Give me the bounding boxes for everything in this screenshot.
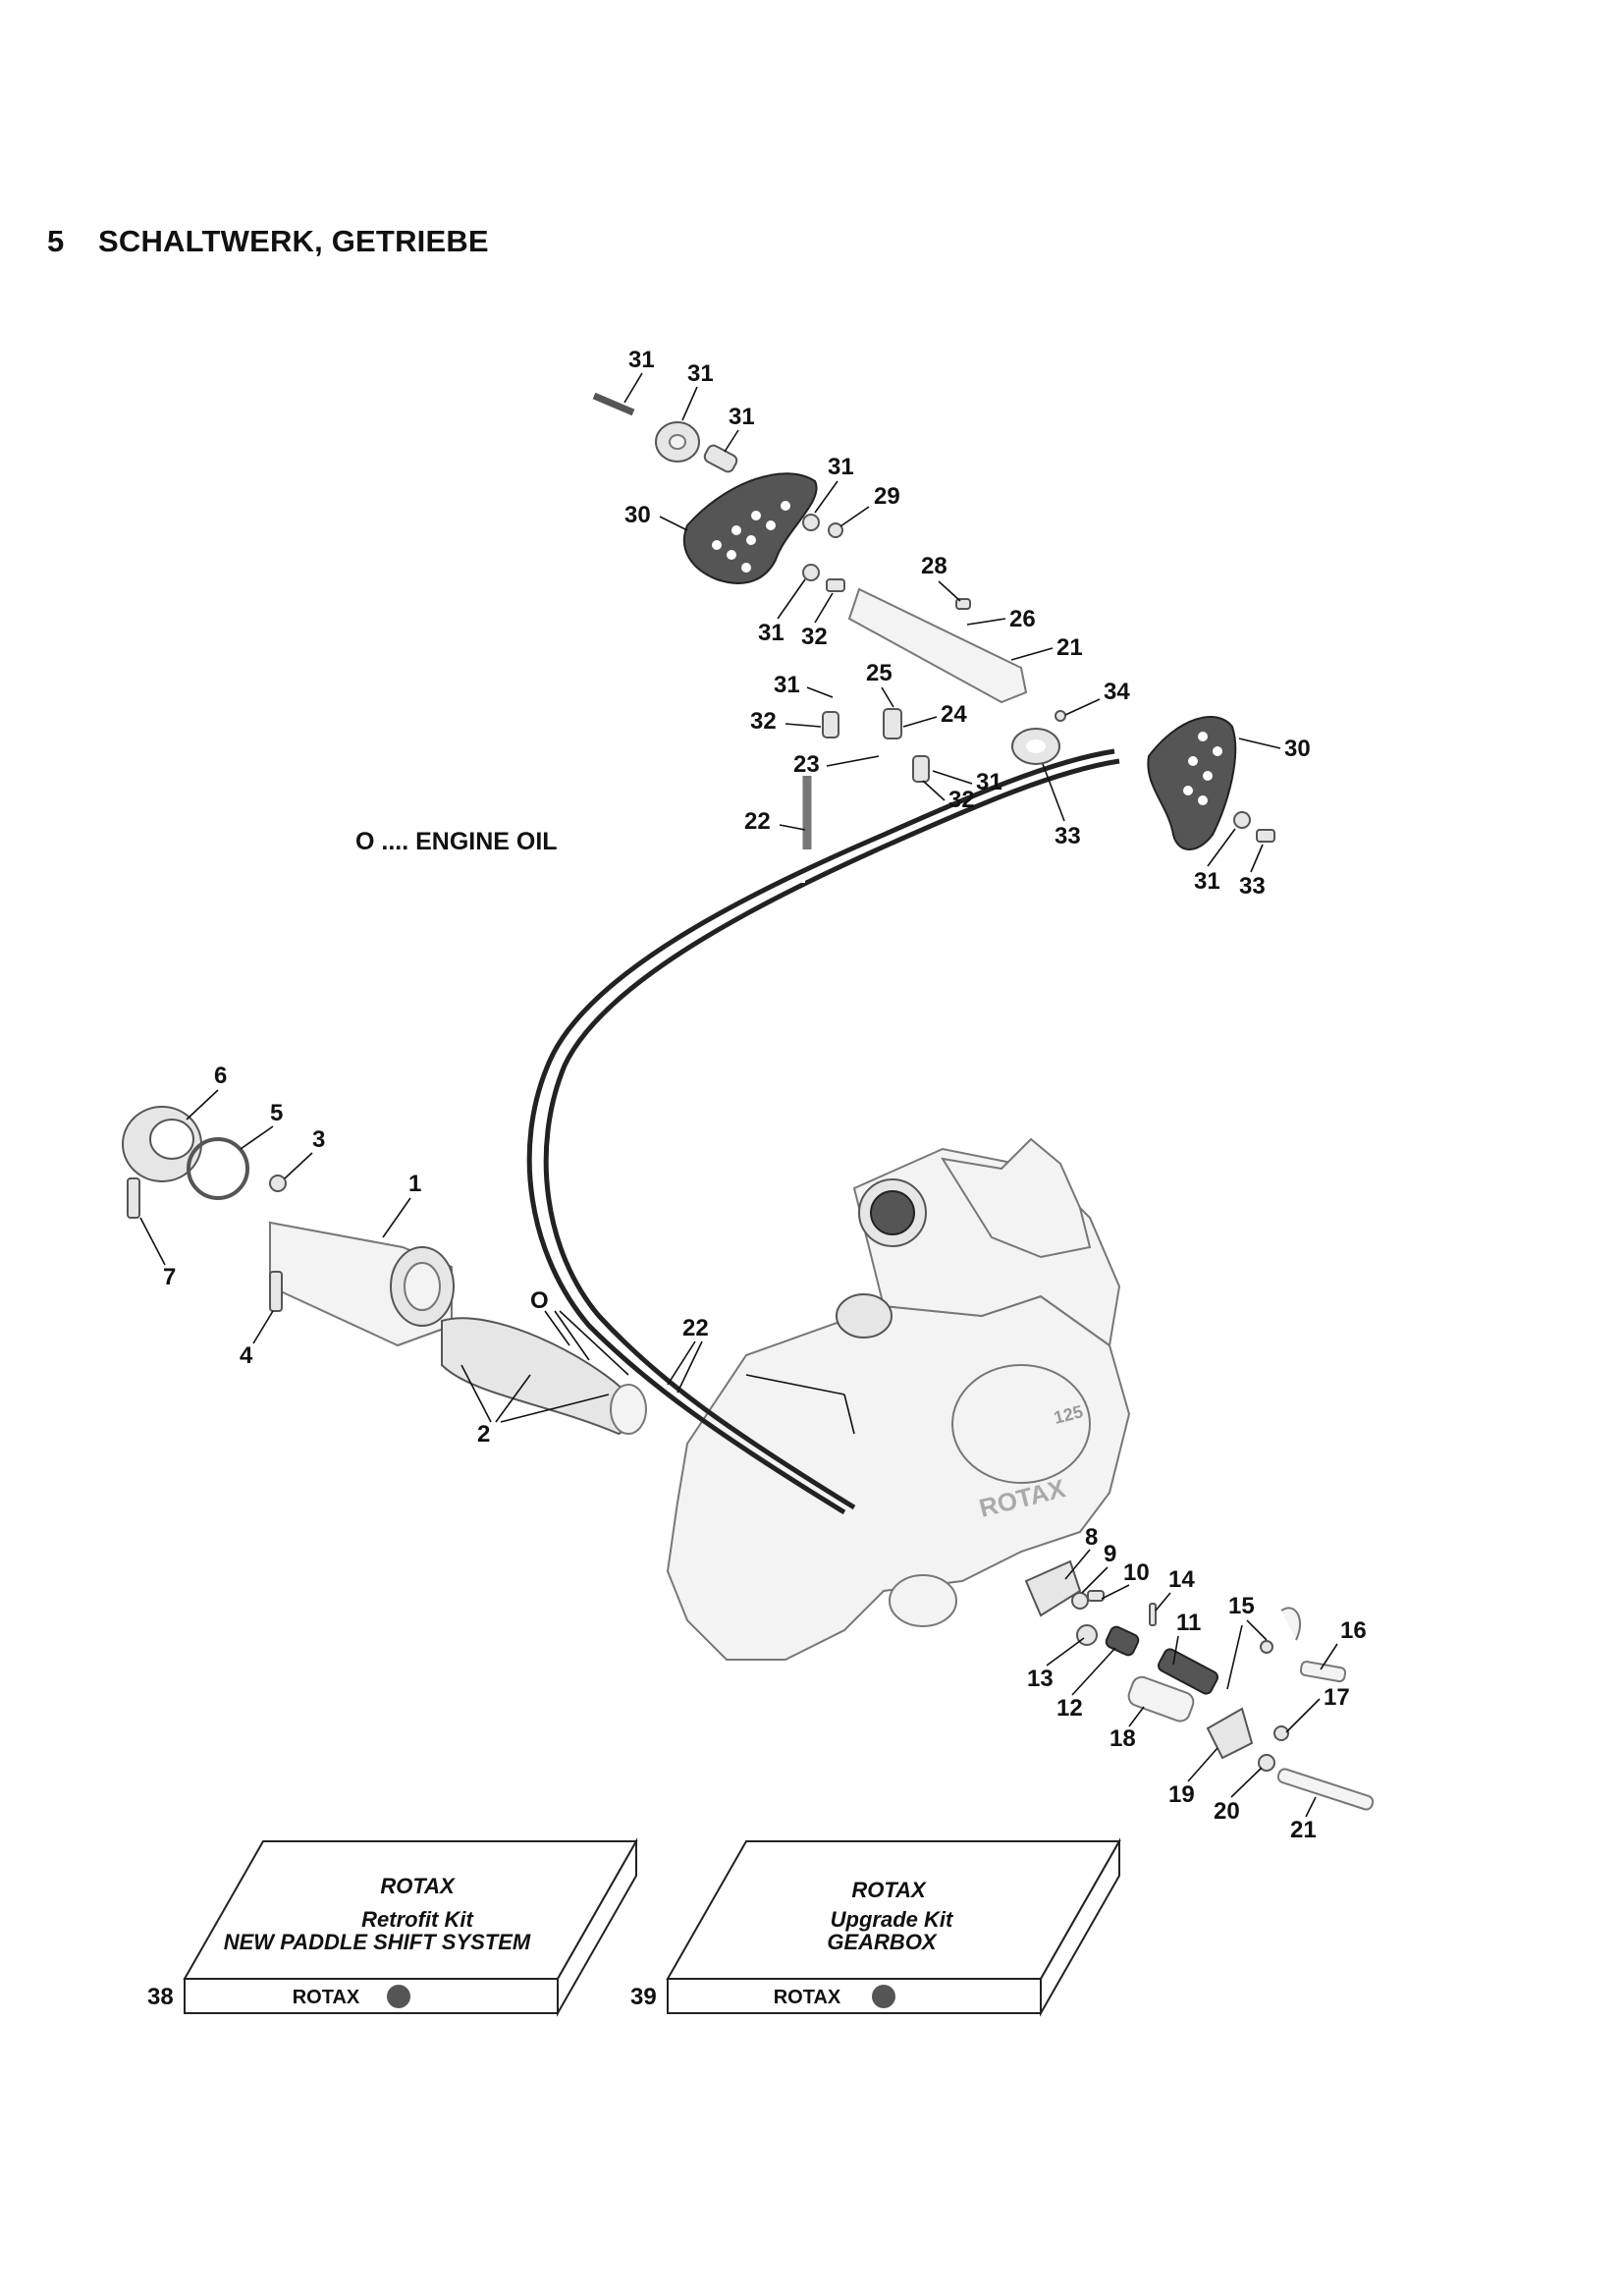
callout-16: 16 — [1340, 1617, 1367, 1644]
kit-39-logo-icon — [872, 1985, 895, 2008]
callout-31e: 31 — [1194, 868, 1220, 895]
callout-3: 3 — [312, 1126, 325, 1153]
callout-30: 30 — [624, 502, 651, 528]
callout-9: 9 — [1104, 1541, 1116, 1567]
callout-labels: 31 31 31 31 29 30 28 31 32 26 21 31 25 3… — [139, 347, 1367, 1843]
callout-12: 12 — [1056, 1695, 1083, 1722]
kit-box-38: ROTAX Retrofit Kit NEW PADDLE SHIFT SYST… — [147, 1837, 638, 2017]
callout-5: 5 — [270, 1100, 283, 1126]
kit-38-line1: Retrofit Kit — [361, 1907, 474, 1932]
callout-14: 14 — [1168, 1566, 1195, 1593]
kit-39-brand: ROTAX — [851, 1878, 927, 1902]
callout-32d: 33 — [1239, 873, 1266, 900]
kit-39-footer-brand: ROTAX — [774, 1987, 841, 2008]
callout-13: 13 — [1027, 1666, 1054, 1692]
callout-32: 32 — [801, 624, 828, 650]
kit-box-39: ROTAX Upgrade Kit GEARBOX ROTAX 39 — [630, 1837, 1121, 2017]
kit-38-brand: ROTAX — [380, 1874, 456, 1898]
kit-39-number: 39 — [630, 1984, 657, 2010]
callout-23: 21 — [1056, 634, 1083, 661]
paddle-shifter-assembly — [592, 392, 1275, 850]
callout-25: 23 — [793, 751, 820, 778]
kit-38-footer-brand: ROTAX — [293, 1987, 360, 2008]
callout-36: 31 — [729, 404, 755, 430]
callout-29: 29 — [874, 483, 900, 510]
callout-37: 31 — [628, 347, 655, 373]
callout-7: 7 — [163, 1264, 176, 1290]
callout-28: 26 — [1009, 606, 1036, 632]
kit-39-line2: GEARBOX — [827, 1930, 938, 1954]
oil-legend: O .... ENGINE OIL — [355, 828, 558, 855]
kit-39-line1: Upgrade Kit — [831, 1907, 954, 1932]
kit-38-line2: NEW PADDLE SHIFT SYSTEM — [224, 1930, 531, 1954]
callout-20: 20 — [1214, 1798, 1240, 1825]
callout-31d: 31 — [976, 769, 1002, 795]
section-title: SCHALTWERK, GETRIEBE — [98, 224, 489, 258]
callout-33: 33 — [1055, 823, 1081, 849]
callout-26: 24 — [941, 701, 967, 728]
callout-30b: 30 — [1284, 736, 1311, 762]
kit-38-number: 38 — [147, 1984, 174, 2010]
callout-31c: 31 — [774, 672, 800, 698]
section-number: 5 — [47, 224, 65, 258]
engine-block: 125 ROTAX — [666, 1137, 1131, 1661]
callout-32c: 32 — [948, 787, 975, 813]
callout-24: 22 — [744, 808, 771, 835]
linkage-assembly — [1024, 1559, 1375, 1811]
callout-8: 8 — [1085, 1524, 1098, 1551]
callout-21: 21 — [1290, 1817, 1317, 1843]
shift-drum-assembly: O — [122, 1106, 647, 1436]
callout-4: 4 — [240, 1342, 253, 1369]
callout-1: 1 — [408, 1171, 421, 1197]
shift-cable — [526, 748, 1120, 1515]
callout-32b: 32 — [750, 708, 777, 735]
callout-27: 25 — [866, 660, 893, 686]
kit-38-logo-icon — [387, 1985, 410, 2008]
callout-18: 18 — [1109, 1725, 1136, 1752]
callout-31b: 31 — [758, 620, 784, 646]
oil-marker: O — [530, 1287, 549, 1314]
callout-10: 10 — [1123, 1559, 1150, 1586]
callout-29b: 28 — [921, 553, 947, 579]
callout-15: 15 — [1228, 1593, 1255, 1619]
callout-2: 2 — [477, 1421, 490, 1448]
page-title: 5 SCHALTWERK, GETRIEBE — [47, 224, 489, 259]
callout-34: 34 — [1104, 679, 1130, 705]
callout-11: 11 — [1176, 1610, 1201, 1636]
callout-6: 6 — [214, 1063, 227, 1089]
callout-35: 31 — [687, 360, 714, 387]
callout-22: 22 — [682, 1315, 709, 1341]
callout-31: 31 — [828, 454, 854, 480]
callout-17: 17 — [1324, 1684, 1350, 1711]
callout-19: 19 — [1168, 1781, 1195, 1808]
